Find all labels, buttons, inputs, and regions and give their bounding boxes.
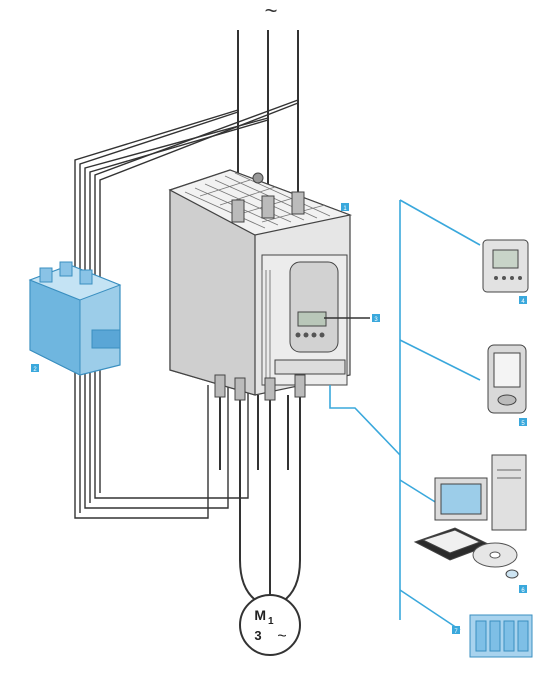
- plc-rack: [469, 614, 533, 658]
- svg-text:3: 3: [374, 317, 378, 323]
- callout-starter: 1: [341, 203, 349, 212]
- motor-phase-symbol: ~: [277, 628, 286, 645]
- pc-software: [413, 454, 527, 579]
- svg-text:4: 4: [521, 299, 525, 305]
- network-bus: [329, 199, 481, 631]
- svg-text:2: 2: [33, 367, 37, 373]
- callout-pda: 5: [519, 418, 527, 427]
- contactor: [28, 261, 122, 376]
- svg-text:M: M: [254, 607, 266, 623]
- callout-pc-software: 6: [519, 585, 527, 594]
- motor-symbol: M 1 3 ~: [239, 594, 301, 656]
- remote-terminal: [482, 239, 529, 293]
- callout-remote-terminal: 4: [519, 296, 527, 305]
- motor-index: 1: [268, 616, 274, 627]
- motor-name: M: [254, 607, 266, 623]
- ac-supply-symbol: ~: [265, 0, 278, 23]
- svg-text:5: 5: [521, 421, 525, 427]
- svg-text:6: 6: [521, 588, 525, 594]
- callout-contactor: 2: [31, 364, 39, 373]
- pda-device: [487, 344, 527, 414]
- control-wiring: [74, 99, 299, 519]
- svg-text:7: 7: [454, 629, 458, 635]
- callout-plc: 7: [452, 626, 460, 635]
- soft-starter: [168, 169, 353, 401]
- motor-phases: 3: [254, 628, 261, 643]
- svg-text:1: 1: [343, 206, 347, 212]
- callout-terminal: 3: [372, 314, 380, 323]
